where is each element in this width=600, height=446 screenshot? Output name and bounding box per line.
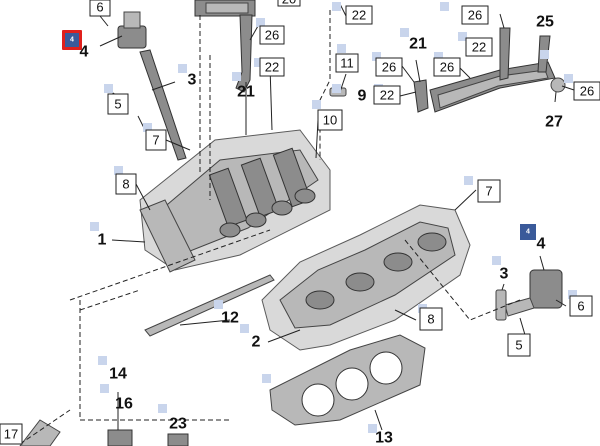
badge-4-right[interactable]: 4: [520, 224, 536, 240]
callout-21-right[interactable]: 21: [409, 36, 427, 53]
callout-4-right[interactable]: 4: [537, 236, 546, 253]
svg-text:5: 5: [515, 338, 522, 353]
bottom-left-parts: [19, 419, 189, 446]
callout-4-left[interactable]: 4: [80, 44, 89, 61]
callout-1[interactable]: 1: [98, 232, 107, 249]
callout-8-right[interactable]: 8: [419, 307, 443, 331]
callout-26-a[interactable]: 26: [259, 25, 285, 45]
position-markers: [90, 2, 577, 433]
callout-20-partial[interactable]: 20: [277, 0, 301, 7]
head-gasket-13[interactable]: [269, 334, 426, 426]
callout-10[interactable]: 10: [317, 109, 343, 131]
ignition-coil-right[interactable]: [504, 269, 563, 317]
callout-2[interactable]: 2: [252, 334, 261, 351]
svg-text:20: 20: [282, 0, 296, 7]
callout-26-b[interactable]: 26: [375, 57, 403, 77]
svg-text:22: 22: [380, 88, 394, 103]
callout-6-right[interactable]: 6: [569, 295, 593, 317]
callout-22-top[interactable]: 22: [345, 5, 373, 25]
svg-text:4: 4: [70, 37, 74, 44]
svg-text:17: 17: [4, 427, 18, 442]
svg-text:26: 26: [468, 8, 482, 23]
selected-badge-4[interactable]: 4: [62, 30, 82, 50]
svg-text:5: 5: [114, 97, 121, 112]
callout-21-left[interactable]: 21: [237, 84, 255, 101]
svg-text:26: 26: [440, 60, 454, 75]
gasket-12[interactable]: [144, 274, 275, 337]
callout-12[interactable]: 12: [221, 310, 239, 327]
top-partial-parts: [194, 0, 256, 17]
callout-7-right[interactable]: 7: [477, 179, 501, 203]
cylinder-head-lower[interactable]: [261, 204, 471, 351]
callout-13[interactable]: 13: [375, 430, 393, 446]
callout-3-left[interactable]: 3: [188, 72, 197, 89]
callout-22-c[interactable]: 22: [373, 85, 401, 105]
svg-text:26: 26: [265, 28, 279, 43]
callout-7-left[interactable]: 7: [145, 129, 167, 151]
callout-26-d[interactable]: 26: [573, 81, 600, 101]
svg-text:22: 22: [265, 60, 279, 75]
callout-5-left[interactable]: 5: [107, 93, 129, 115]
callout-3-right[interactable]: 3: [500, 266, 509, 283]
svg-text:22: 22: [472, 40, 486, 55]
svg-text:10: 10: [323, 113, 337, 128]
svg-text:8: 8: [427, 312, 434, 327]
callout-26-top[interactable]: 26: [461, 5, 489, 25]
callout-9[interactable]: 9: [358, 88, 367, 105]
svg-text:26: 26: [580, 84, 594, 99]
callout-22-b[interactable]: 22: [465, 37, 493, 57]
svg-text:11: 11: [340, 56, 354, 71]
callout-14[interactable]: 14: [109, 366, 127, 383]
callout-17[interactable]: 17: [0, 423, 23, 445]
svg-text:26: 26: [382, 60, 396, 75]
svg-text:8: 8: [122, 177, 129, 192]
callout-23[interactable]: 23: [169, 416, 187, 433]
svg-text:6: 6: [577, 299, 584, 314]
callout-6-top[interactable]: 6: [89, 0, 111, 17]
cylinder-head-upper[interactable]: [139, 129, 331, 273]
svg-text:4: 4: [526, 229, 530, 236]
svg-text:6: 6: [96, 0, 103, 15]
svg-text:7: 7: [152, 133, 159, 148]
bracket-left[interactable]: [235, 14, 253, 93]
callout-27[interactable]: 27: [545, 114, 563, 131]
callout-5-right[interactable]: 5: [507, 333, 531, 357]
svg-text:7: 7: [485, 184, 492, 199]
callout-26-c[interactable]: 26: [433, 57, 461, 77]
svg-text:22: 22: [352, 8, 366, 23]
ignition-coil-left[interactable]: [117, 11, 187, 161]
heat-shield-right[interactable]: [413, 27, 566, 113]
callout-25[interactable]: 25: [536, 14, 554, 31]
spark-plug-right[interactable]: [495, 289, 507, 321]
callout-22-a[interactable]: 22: [259, 57, 285, 77]
callout-11[interactable]: 11: [335, 53, 359, 73]
callout-16[interactable]: 16: [115, 396, 133, 413]
leader-lines: [99, 3, 575, 431]
callout-8-left[interactable]: 8: [115, 173, 137, 195]
